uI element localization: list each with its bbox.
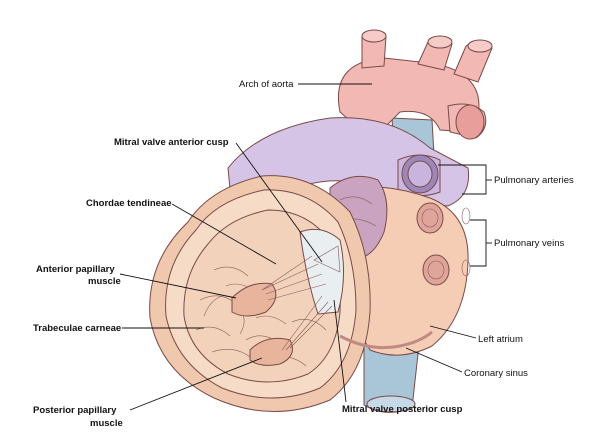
label-mitral-anterior-cusp: Mitral valve anterior cusp xyxy=(114,137,323,263)
label-text: Pulmonary veins xyxy=(494,238,564,249)
label-text: Left atrium xyxy=(478,334,523,345)
label-anterior-papillary-muscle: Anterior papillary muscle xyxy=(36,264,237,299)
label-text: Posterior papillary xyxy=(33,405,117,416)
label-text: Anterior papillary xyxy=(36,264,115,275)
label-text: Mitral valve posterior cusp xyxy=(342,404,463,415)
label-arch-of-aorta: Arch of aorta xyxy=(239,79,372,90)
coronary-sinus xyxy=(339,330,433,350)
label-pulmonary-arteries: Pulmonary arteries xyxy=(438,164,574,195)
label-text: muscle xyxy=(88,276,121,287)
label-text: muscle xyxy=(90,418,123,429)
label-trabeculae-carneae: Trabeculae carneae xyxy=(33,323,204,334)
label-text: Mitral valve anterior cusp xyxy=(114,137,229,148)
label-mitral-posterior-cusp: Mitral valve posterior cusp xyxy=(333,299,463,415)
label-pulmonary-veins: Pulmonary veins xyxy=(470,219,564,267)
aorta xyxy=(338,29,493,141)
label-posterior-papillary-muscle: Posterior papillary muscle xyxy=(33,357,263,429)
label-text: Pulmonary arteries xyxy=(494,175,574,186)
label-coronary-sinus: Coronary sinus xyxy=(405,347,528,379)
label-left-atrium: Left atrium xyxy=(429,325,523,345)
label-chordae-tendineae: Chordae tendineae xyxy=(86,198,277,265)
label-text: Arch of aorta xyxy=(239,79,294,90)
label-text: Trabeculae carneae xyxy=(33,323,121,334)
label-text: Chordae tendineae xyxy=(86,198,172,209)
mitral-valve xyxy=(261,228,345,351)
label-text: Coronary sinus xyxy=(464,368,528,379)
